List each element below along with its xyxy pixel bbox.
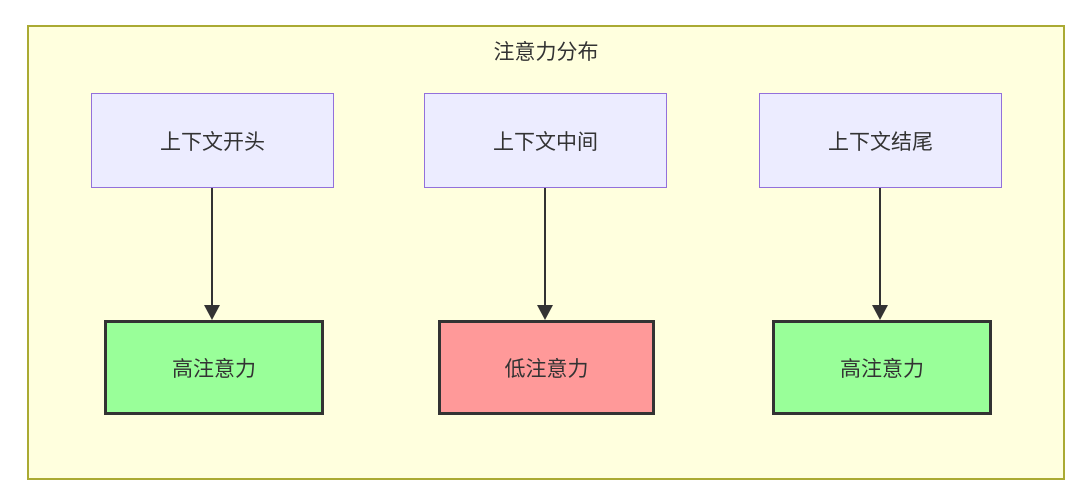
arrowhead-icon bbox=[204, 305, 220, 320]
node-high-attention-right: 高注意力 bbox=[772, 320, 992, 415]
edge-line bbox=[543, 188, 547, 305]
edge-beginning-to-high bbox=[204, 188, 220, 320]
node-high-attention-left: 高注意力 bbox=[104, 320, 324, 415]
attention-distribution-subgraph: 注意力分布 上下文开头 上下文中间 上下文结尾 高注意力 低注意力 高注意力 bbox=[27, 25, 1065, 480]
node-low-attention-middle: 低注意力 bbox=[438, 320, 655, 415]
node-context-end: 上下文结尾 bbox=[759, 93, 1002, 188]
diagram-title: 注意力分布 bbox=[493, 41, 599, 64]
edge-line bbox=[878, 188, 882, 305]
arrowhead-icon bbox=[537, 305, 553, 320]
node-context-middle: 上下文中间 bbox=[424, 93, 667, 188]
node-context-beginning: 上下文开头 bbox=[91, 93, 334, 188]
edge-line bbox=[210, 188, 214, 305]
arrowhead-icon bbox=[872, 305, 888, 320]
edge-middle-to-low bbox=[537, 188, 553, 320]
edge-end-to-high bbox=[872, 188, 888, 320]
